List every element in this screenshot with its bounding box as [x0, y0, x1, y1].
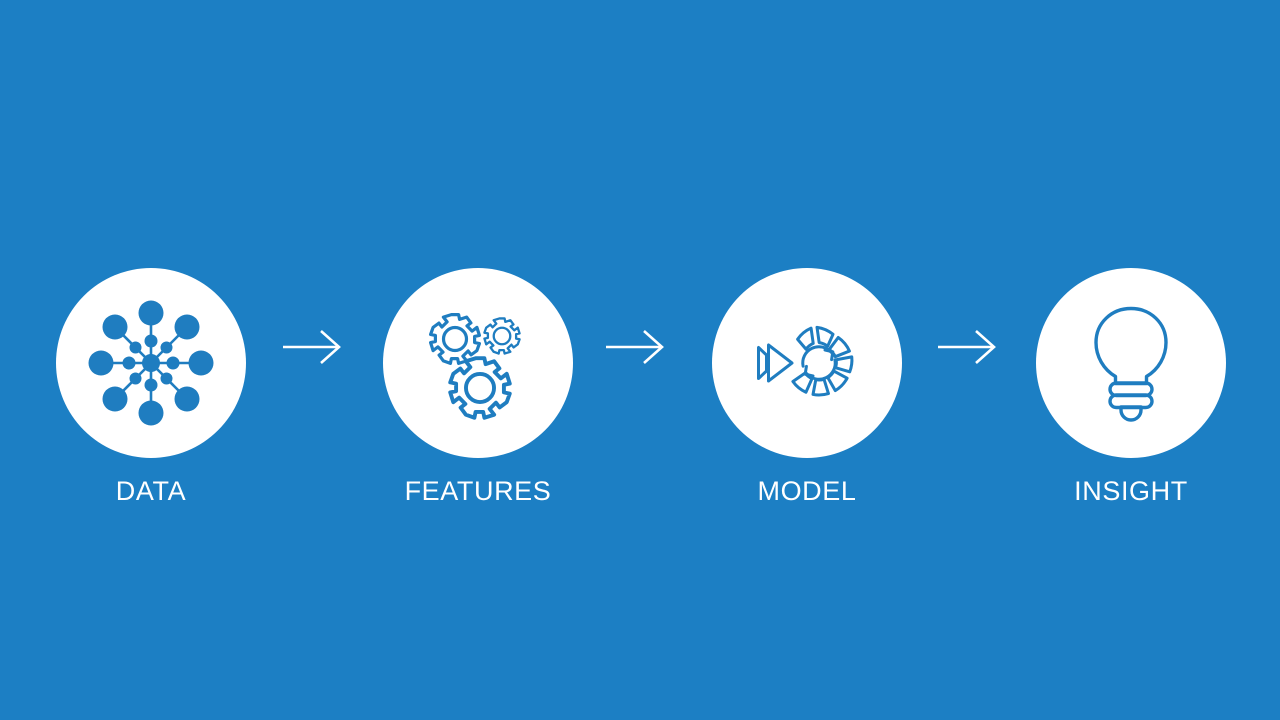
stage-icon-disc	[383, 268, 573, 458]
model-process-wheel-icon	[741, 299, 873, 427]
lightbulb-icon	[1067, 299, 1195, 427]
pipeline-stage-model[interactable]: MODEL	[707, 268, 907, 505]
stage-label-insight: INSIGHT	[1074, 476, 1188, 506]
gears-icon	[414, 299, 542, 427]
connector-arrow-1	[281, 325, 343, 369]
stage-icon-disc	[1036, 268, 1226, 458]
stage-label-features: FEATURES	[404, 476, 552, 506]
arrow-right-icon	[936, 325, 998, 369]
stage-label-model: MODEL	[757, 476, 857, 506]
arrow-right-icon	[281, 325, 343, 369]
network-nodes-icon	[87, 299, 215, 427]
stage-label-data: DATA	[115, 476, 187, 506]
connector-arrow-3	[936, 325, 998, 369]
stage-icon-disc	[712, 268, 902, 458]
stage-icon-disc	[56, 268, 246, 458]
pipeline-stage-insight[interactable]: INSIGHT	[1031, 268, 1231, 505]
arrow-right-icon	[604, 325, 666, 369]
pipeline-stage-features[interactable]: FEATURES	[378, 268, 578, 505]
connector-arrow-2	[604, 325, 666, 369]
pipeline-stage-data[interactable]: DATA	[51, 268, 251, 505]
